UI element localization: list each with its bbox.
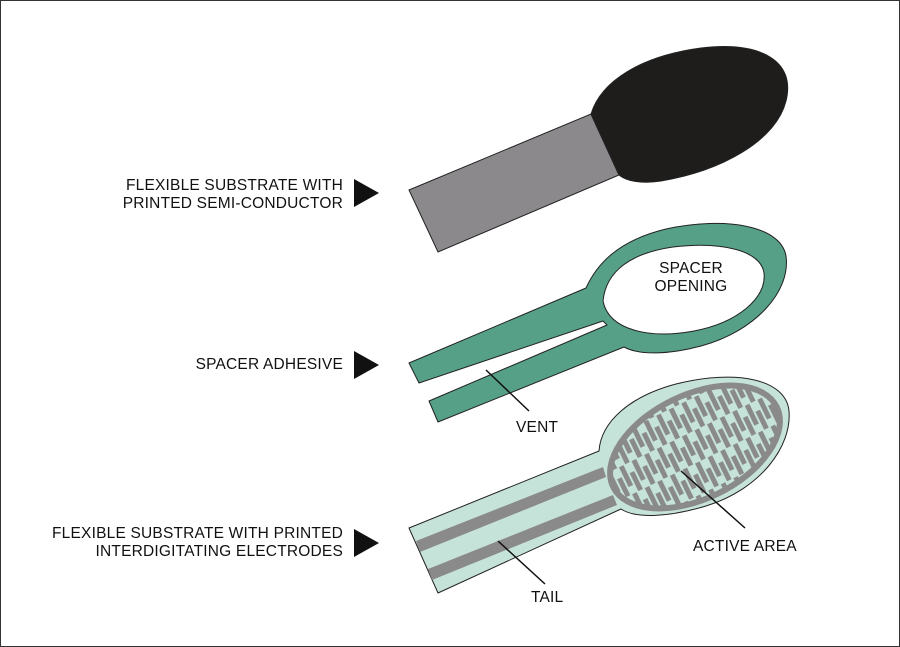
semiconductor-layer [408,46,789,253]
label-electrode-line1: FLEXIBLE SUBSTRATE WITH PRINTED [52,525,343,542]
active-area-leader-line [680,470,746,529]
label-active-area: ACTIVE AREA [693,538,797,555]
spacer-layer [408,222,787,423]
arrow-middle-icon [354,351,379,379]
label-vent: VENT [516,419,559,436]
label-spacer-opening-line2: OPENING [654,278,728,295]
arrow-top-icon [354,179,379,207]
label-semiconductor-line1: FLEXIBLE SUBSTRATE WITH [125,177,343,194]
label-spacer-adhesive: SPACER ADHESIVE [195,356,343,373]
vent-leader-line [485,369,530,412]
arrow-bottom-icon [354,529,379,557]
label-semiconductor-layer: FLEXIBLE SUBSTRATE WITH PRINTED SEMI-CON… [123,177,343,213]
tail-leader-line [497,540,546,585]
label-electrode-layer: FLEXIBLE SUBSTRATE WITH PRINTED INTERDIG… [52,525,343,561]
label-tail: TAIL [531,589,564,606]
label-electrode-line2: INTERDIGITATING ELECTRODES [95,543,343,560]
electrode-trace-2 [428,495,617,580]
label-spacer-opening: SPACER OPENING [641,260,741,296]
label-spacer-opening-line1: SPACER [659,260,723,277]
spacer-opening-shape [602,244,765,335]
semiconductor-tail [408,113,620,253]
semiconductor-head [590,46,789,183]
label-semiconductor-line2: PRINTED SEMI-CONDUCTOR [122,195,343,212]
electrode-trace-1 [416,467,606,552]
